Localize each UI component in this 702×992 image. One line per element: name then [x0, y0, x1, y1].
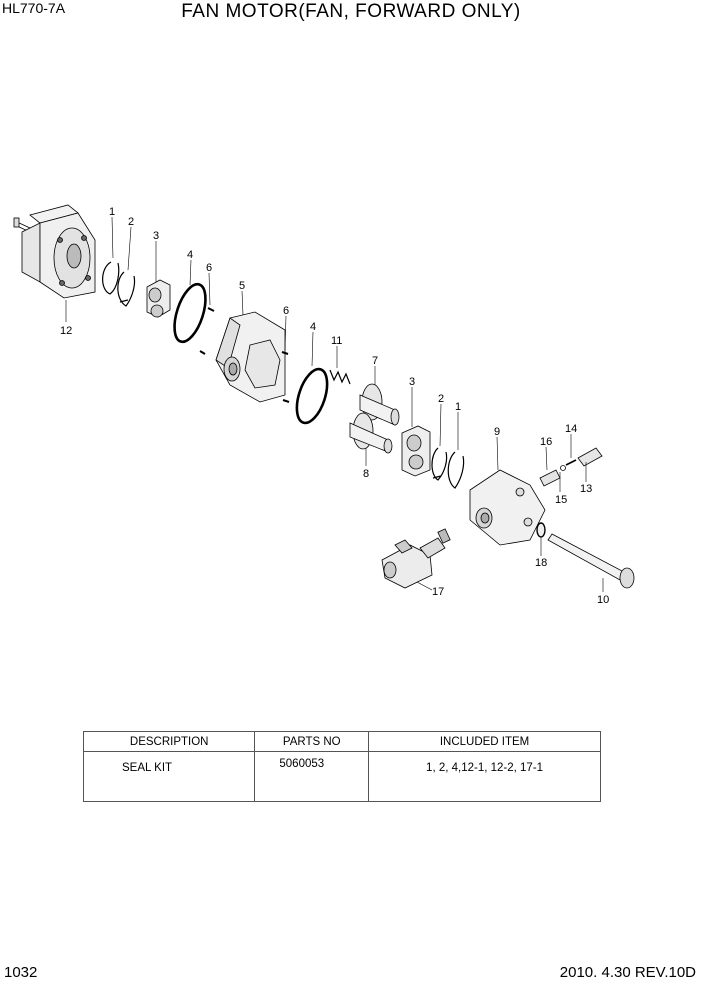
part-6-pin — [282, 399, 290, 403]
column-header-included-item: INCLUDED ITEM — [368, 731, 601, 752]
callout-6b: 6 — [283, 305, 289, 317]
date-revision: 2010. 4.30 REV.10D — [559, 964, 696, 981]
part-2-backup-ring — [431, 447, 448, 481]
part-3-bushing — [401, 425, 431, 477]
cell-parts-no: 5060053 — [254, 751, 370, 802]
seal-kit-table: DESCRIPTION PARTS NO INCLUDED ITEM SEAL … — [82, 731, 601, 802]
callout-15: 15 — [555, 494, 567, 506]
callout-12: 12 — [60, 325, 72, 337]
callout-6: 6 — [206, 262, 212, 274]
callout-3b: 3 — [409, 376, 415, 388]
part-5-gear-housing — [215, 311, 286, 403]
callout-4b: 4 — [310, 321, 316, 333]
callout-4: 4 — [187, 249, 193, 261]
part-15-ball — [560, 465, 566, 471]
part-3-bushing — [146, 279, 171, 318]
part-17-solenoid-valve — [381, 528, 451, 589]
callout-7: 7 — [372, 355, 378, 367]
part-12-flange-housing — [13, 204, 96, 299]
callout-10: 10 — [597, 594, 609, 606]
part-1-snap-ring — [102, 261, 120, 295]
part-13-plug — [577, 447, 603, 467]
part-6-pin — [207, 307, 215, 312]
part-7-drive-gear — [359, 383, 400, 426]
callout-11: 11 — [331, 335, 342, 347]
part-1-snap-ring — [447, 451, 465, 489]
column-header-parts-no: PARTS NO — [254, 731, 370, 752]
callout-labels: 1 2 3 4 6 5 12 6 4 11 7 3 2 1 8 9 16 14 … — [60, 206, 609, 606]
callout-3: 3 — [153, 230, 159, 242]
part-6-pin — [281, 351, 289, 355]
callout-5: 5 — [239, 280, 245, 292]
page-title: FAN MOTOR(FAN, FORWARD ONLY) — [181, 1, 521, 22]
callout-17: 17 — [432, 586, 444, 598]
part-8-driven-gear — [349, 412, 393, 454]
part-10-bolt — [547, 533, 635, 589]
column-header-description: DESCRIPTION — [82, 731, 256, 752]
cell-included-item: 1, 2, 4,12-1, 12-2, 17-1 — [368, 751, 601, 802]
callout-16: 16 — [540, 436, 552, 448]
callout-1: 1 — [109, 206, 115, 218]
callout-2b: 2 — [438, 393, 444, 405]
callout-13: 13 — [580, 483, 592, 495]
callout-14: 14 — [565, 423, 577, 435]
part-4-o-ring — [295, 367, 329, 425]
cell-description: SEAL KIT — [82, 751, 256, 802]
part-9-cover — [469, 469, 546, 546]
page-number: 1032 — [4, 964, 38, 981]
callout-2: 2 — [128, 216, 134, 228]
part-18-washer — [536, 522, 546, 538]
part-4-o-ring — [173, 282, 207, 344]
part-11-spring — [329, 369, 351, 385]
table-row: SEAL KIT 5060053 1, 2, 4,12-1, 12-2, 17-… — [82, 751, 601, 802]
model-label: HL770-7A — [2, 0, 66, 16]
leader-lines — [65, 216, 604, 592]
part-16-poppet — [539, 469, 561, 487]
part-2-backup-ring — [117, 271, 136, 307]
table-header-row: DESCRIPTION PARTS NO INCLUDED ITEM — [82, 731, 601, 752]
callout-9: 9 — [494, 426, 500, 438]
part-6-pin — [199, 350, 206, 355]
part-14-spring — [565, 459, 577, 466]
callout-8: 8 — [363, 468, 369, 480]
callout-1b: 1 — [455, 401, 461, 413]
callout-18: 18 — [535, 557, 547, 569]
